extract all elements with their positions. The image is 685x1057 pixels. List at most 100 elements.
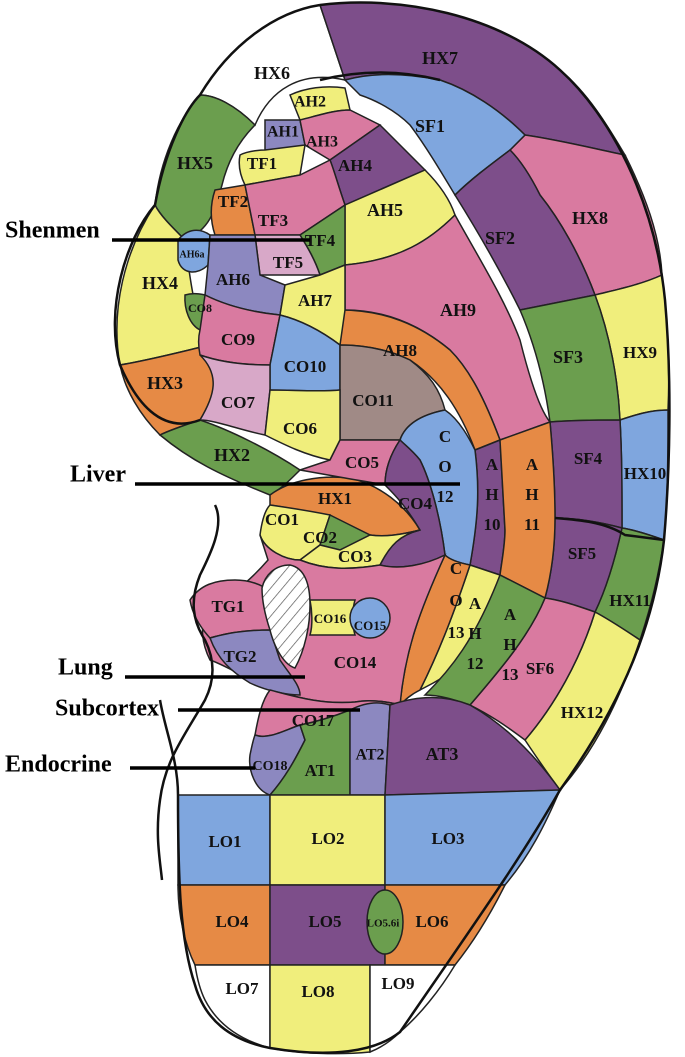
label-co10: CO10	[284, 357, 327, 376]
label-tf3: TF3	[258, 211, 288, 230]
label-hx2: HX2	[214, 445, 250, 465]
label-lo7: LO7	[225, 979, 259, 998]
zone-AT3	[384, 696, 562, 796]
label-hx4: HX4	[142, 273, 178, 293]
label-co6: CO6	[283, 419, 317, 438]
label-hx5: HX5	[177, 153, 213, 173]
label-ah6: AH6	[216, 270, 250, 289]
sf-divider-curve	[554, 516, 665, 542]
subcortex-label: Subcortex	[55, 696, 159, 722]
label-hx8: HX8	[572, 208, 608, 228]
label-tf5: TF5	[273, 253, 303, 272]
label-co2: CO2	[303, 528, 337, 547]
label-lo56i: LO5.6i	[367, 918, 400, 930]
label-co7: CO7	[221, 393, 256, 412]
tragus-outline	[113, 3, 321, 425]
label-ah11-part: 11	[524, 515, 540, 534]
label-co4: CO4	[398, 494, 433, 513]
zone-AH11	[499, 420, 556, 600]
endocrine-label: Endocrine	[5, 752, 112, 778]
label-ah10-part: 10	[484, 515, 501, 534]
label-lo4: LO4	[215, 912, 249, 931]
label-tg1: TG1	[211, 597, 244, 616]
label-hx7: HX7	[422, 48, 458, 68]
zone-CO7	[198, 354, 271, 436]
label-co13-part: 13	[448, 623, 465, 642]
label-co17: CO17	[292, 711, 335, 730]
zone-LO5	[269, 884, 386, 966]
label-at2: AT2	[355, 747, 384, 764]
label-hx3: HX3	[147, 373, 183, 393]
label-hx1: HX1	[318, 489, 352, 508]
label-tg2: TG2	[223, 647, 256, 666]
lung-label: Lung	[58, 655, 113, 681]
label-co13-part: C	[450, 559, 462, 578]
label-hx12: HX12	[561, 703, 604, 722]
label-ah12-part: H	[468, 624, 481, 643]
label-co18: CO18	[253, 759, 288, 774]
label-lo2: LO2	[311, 829, 344, 848]
label-ah11-part: H	[525, 485, 538, 504]
ear-outline	[158, 1, 671, 1054]
label-co8: CO8	[188, 301, 212, 315]
zone-CO15	[349, 597, 391, 639]
label-ah11-part: A	[526, 455, 539, 474]
label-lo6: LO6	[415, 912, 448, 931]
label-co15: CO15	[354, 618, 387, 633]
label-tf4: TF4	[305, 231, 336, 250]
label-co13-part: O	[449, 591, 462, 610]
label-co12-part: 12	[437, 487, 454, 506]
label-ah3: AH3	[306, 134, 338, 151]
label-sf1: SF1	[415, 116, 445, 136]
zone-HX5	[154, 94, 257, 241]
label-ah9: AH9	[440, 300, 476, 320]
label-sf2: SF2	[485, 228, 515, 248]
label-lo9: LO9	[381, 974, 414, 993]
label-hx9: HX9	[623, 343, 657, 362]
label-ah1: AH1	[267, 124, 299, 141]
label-co1: CO1	[265, 510, 299, 529]
label-ah10-part: A	[486, 455, 499, 474]
label-hx11: HX11	[609, 591, 651, 610]
label-lo1: LO1	[208, 832, 241, 851]
zone-LO3	[384, 789, 562, 886]
zone-AH13	[423, 573, 546, 706]
label-sf5: SF5	[568, 544, 596, 563]
label-lo5: LO5	[308, 912, 341, 931]
label-ah13-part: 13	[502, 665, 519, 684]
helix-inner-curve	[319, 71, 441, 82]
zone-hatched-area	[261, 564, 311, 669]
label-hx6: HX6	[254, 63, 290, 83]
shenmen-label: Shenmen	[5, 218, 100, 244]
label-co14: CO14	[334, 653, 377, 672]
label-co11: CO11	[352, 391, 394, 410]
label-hx10: HX10	[624, 464, 667, 483]
label-ah4: AH4	[338, 156, 373, 175]
label-lo8: LO8	[301, 982, 334, 1001]
label-tf2: TF2	[218, 192, 248, 211]
label-co12-part: O	[438, 457, 451, 476]
label-ah13-part: H	[503, 635, 516, 654]
label-ah12-part: 12	[467, 654, 484, 673]
label-ah6a: AH6a	[180, 249, 205, 260]
label-at1: AT1	[305, 761, 336, 780]
label-sf4: SF4	[574, 449, 603, 468]
label-co9: CO9	[221, 330, 255, 349]
label-ah13-part: A	[504, 605, 517, 624]
label-ah7: AH7	[298, 291, 333, 310]
label-at3: AT3	[426, 744, 459, 764]
label-ah5: AH5	[367, 200, 403, 220]
zone-SF4	[549, 419, 623, 529]
zone-LO5.6i	[366, 889, 404, 955]
label-ah8: AH8	[383, 341, 417, 360]
label-sf6: SF6	[526, 659, 554, 678]
zone-LO8	[269, 964, 371, 1055]
label-sf3: SF3	[553, 347, 583, 367]
label-co16: CO16	[314, 611, 347, 626]
label-tf1: TF1	[247, 154, 277, 173]
label-ah2: AH2	[294, 94, 326, 111]
label-ah12-part: A	[469, 594, 482, 613]
label-co5: CO5	[345, 453, 379, 472]
label-ah10-part: H	[485, 485, 498, 504]
